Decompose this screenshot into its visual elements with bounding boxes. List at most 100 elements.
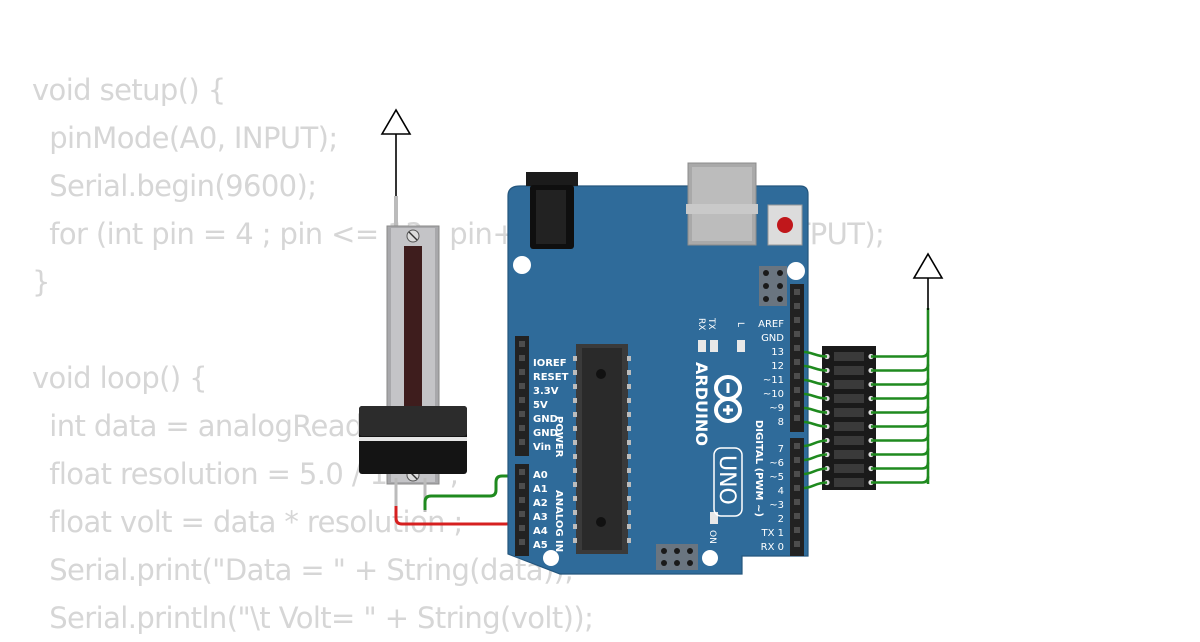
model-badge: UNO [713, 447, 743, 517]
slider-handle[interactable] [359, 406, 467, 474]
led-segment [834, 408, 864, 417]
pin-label: 13 [771, 347, 784, 358]
led-segment [834, 394, 864, 403]
led-signal-wires[interactable] [803, 308, 930, 490]
code-line[interactable]: float volt = data * resolution ; [32, 505, 463, 539]
code-editor[interactable]: void setup() { pinMode(A0, INPUT); Seria… [32, 66, 885, 642]
signal-wire[interactable] [803, 392, 828, 400]
pin-label: 4 [778, 486, 784, 497]
pin-label: 7 [778, 444, 784, 455]
led-segment [834, 450, 864, 459]
code-line[interactable]: Serial.begin(9600); [32, 169, 317, 203]
usb-port [686, 162, 758, 246]
led-segment [834, 464, 864, 473]
bus-wire[interactable] [871, 448, 930, 456]
signal-wire[interactable] [803, 350, 828, 358]
bus-wire[interactable] [871, 364, 930, 372]
pin-label: GND [761, 333, 784, 344]
code-line[interactable]: } [32, 265, 50, 299]
pin-label: 12 [771, 361, 784, 372]
pin-label: 5V [533, 400, 548, 411]
bus-wire[interactable] [871, 476, 930, 484]
pin-label: TX 1 [761, 528, 785, 539]
signal-wire[interactable] [803, 481, 828, 490]
led-segment [834, 380, 864, 389]
pin-label: ~3 [769, 500, 784, 511]
pin-label: AREF [758, 319, 784, 330]
pin-label: GND [533, 414, 558, 425]
bus-wire[interactable] [871, 462, 930, 470]
signal-wire[interactable] [803, 378, 828, 386]
power-jack [526, 172, 578, 249]
code-line[interactable]: Serial.println("\t Volt= " + String(volt… [32, 601, 594, 635]
slide-potentiometer[interactable] [359, 196, 467, 512]
signal-wire[interactable] [803, 420, 828, 428]
pin-label: GND [533, 428, 558, 439]
digital-header-top [790, 284, 804, 432]
vcc-arrow-icon [380, 108, 412, 200]
led-segment [834, 352, 864, 361]
reset-button-icon[interactable] [767, 204, 803, 246]
digital-header-bottom [790, 438, 804, 556]
signal-wire[interactable] [803, 467, 828, 476]
l-led-label: L [735, 322, 745, 327]
l-led [737, 340, 745, 352]
atmega-chip [573, 344, 631, 554]
power-section-label: POWER [553, 416, 564, 458]
analog-header [515, 464, 529, 556]
led-bar-graph[interactable] [822, 346, 876, 490]
bus-wire[interactable] [871, 392, 930, 400]
pin-label: A0 [533, 470, 548, 481]
vcc-arrow-icon [912, 252, 944, 310]
bus-wire[interactable] [871, 434, 930, 442]
signal-wire[interactable] [803, 453, 828, 462]
pin-label: A5 [533, 540, 548, 551]
bus-wire[interactable] [871, 420, 930, 428]
power-header [515, 336, 529, 456]
led-segment [834, 478, 864, 487]
pin-label: 2 [778, 514, 784, 525]
code-line[interactable]: void loop() { [32, 361, 208, 395]
signal-wire[interactable] [803, 439, 828, 448]
pin-label: ~5 [769, 472, 784, 483]
tx-led [698, 340, 706, 352]
bus-wire[interactable] [871, 378, 930, 386]
on-led-label: ON [707, 530, 717, 544]
bus-wire[interactable] [871, 350, 930, 358]
pin-label: A3 [533, 512, 548, 523]
led-segment [834, 366, 864, 375]
pin-label: 3.3V [533, 386, 559, 397]
code-line[interactable]: pinMode(A0, INPUT); [32, 121, 338, 155]
pin-label: Vin [533, 442, 551, 453]
signal-wire[interactable] [803, 406, 828, 414]
led-segment [834, 422, 864, 431]
led-segment [834, 436, 864, 445]
bus-wire[interactable] [871, 406, 930, 414]
pin-label: IOREF [533, 358, 567, 369]
pin-label: RX 0 [761, 542, 784, 553]
pin-label: A1 [533, 484, 548, 495]
rx-led [710, 340, 718, 352]
icsp-header [759, 266, 787, 306]
pin-label: 8 [778, 417, 784, 428]
wire-a0[interactable] [423, 474, 524, 510]
brand-label: ARDUINO [692, 362, 711, 446]
code-line[interactable]: void setup() { [32, 73, 226, 107]
pin-label: RESET [533, 372, 569, 383]
model-label: UNO [714, 455, 739, 505]
pin-label: ~6 [769, 458, 784, 469]
rx-led-label: RX [696, 318, 706, 330]
pin-label: ~11 [763, 375, 784, 386]
icsp-header-bottom [656, 544, 698, 570]
signal-wire[interactable] [803, 364, 828, 372]
pin-label: A2 [533, 498, 548, 509]
on-led [710, 512, 718, 524]
arduino-logo-icon [714, 375, 742, 423]
analog-section-label: ANALOG IN [553, 490, 564, 552]
tx-led-label: TX [706, 317, 716, 330]
digital-section-label: DIGITAL (PWM ~) [753, 420, 764, 517]
pin-label: ~10 [763, 389, 784, 400]
pin-label: ~9 [769, 403, 784, 414]
